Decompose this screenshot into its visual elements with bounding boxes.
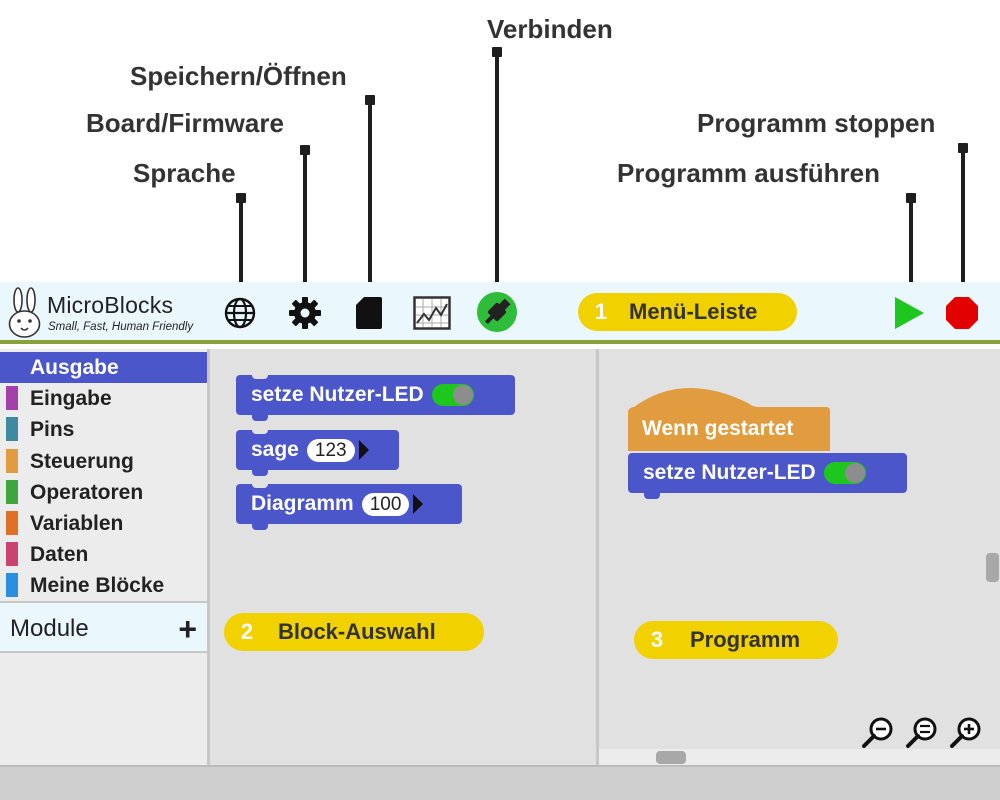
callout-board: Board/Firmware — [86, 108, 284, 138]
horizontal-scroll-thumb[interactable] — [656, 751, 686, 764]
pointer-speichern — [365, 95, 375, 292]
callout-verbinden: Verbinden — [487, 14, 613, 44]
run-button[interactable] — [890, 294, 928, 332]
category-label: Pins — [30, 418, 75, 442]
zoom-out-icon — [862, 717, 893, 748]
pointer-sprache — [236, 193, 246, 292]
block-palette: setze Nutzer-LED sage 123 Diagramm 100 2… — [210, 349, 599, 765]
block-label: setze Nutzer-LED — [643, 461, 816, 484]
badge-number: 3 — [650, 627, 664, 652]
stop-icon — [946, 297, 978, 329]
toggle-input[interactable] — [431, 384, 474, 406]
category-pins[interactable]: Pins — [0, 414, 207, 445]
graph-button[interactable] — [413, 294, 451, 332]
category-meine-bl-cke[interactable]: Meine Blöcke — [0, 570, 207, 601]
badge-label: Menü-Leiste — [629, 299, 758, 324]
expand-arrow-icon[interactable] — [358, 440, 369, 460]
category-ausgabe[interactable]: Ausgabe — [0, 352, 207, 383]
badge-label: Programm — [690, 627, 801, 652]
palette-block-say[interactable]: sage 123 — [236, 429, 399, 476]
zoom-in-icon — [950, 717, 981, 748]
gear-icon — [289, 297, 321, 329]
category-color-swatch — [6, 386, 18, 411]
callout-ausfuehren: Programm ausführen — [617, 158, 880, 188]
category-variablen[interactable]: Variablen — [0, 508, 207, 539]
badge-label: Block-Auswahl — [278, 619, 436, 644]
callout-speichern: Speichern/Öffnen — [130, 61, 347, 91]
category-label: Steuerung — [30, 449, 134, 473]
number-input[interactable]: 123 — [306, 438, 355, 462]
hat-block-shape — [628, 387, 830, 451]
category-label: Daten — [30, 543, 89, 567]
category-label: Operatoren — [30, 480, 144, 504]
palette-block-graph[interactable]: Diagramm 100 — [236, 483, 462, 530]
toggle-input[interactable] — [823, 462, 866, 484]
category-label: Variablen — [30, 512, 124, 535]
pointer-board — [300, 145, 310, 292]
block-label: Diagramm — [251, 492, 354, 515]
menu-bar: MicroBlocks Small, Fast, Human Friendly — [0, 282, 1000, 344]
add-module-button[interactable]: + — [178, 611, 197, 647]
board-firmware-button[interactable] — [286, 294, 324, 332]
expand-arrow-icon[interactable] — [413, 494, 424, 514]
category-color-swatch — [6, 511, 18, 535]
globe-icon — [224, 297, 256, 329]
category-color-swatch — [6, 448, 18, 473]
pointer-stoppen — [958, 143, 968, 292]
stop-button[interactable] — [943, 294, 981, 332]
callout-stoppen: Programm stoppen — [697, 108, 936, 138]
category-label: Eingabe — [30, 387, 112, 411]
block-label: sage — [251, 438, 299, 461]
module-row[interactable]: Module + — [0, 601, 207, 653]
number-input[interactable]: 100 — [361, 492, 410, 516]
callout-sprache: Sprache — [133, 158, 236, 188]
app-logo[interactable]: MicroBlocks Small, Fast, Human Friendly — [6, 286, 206, 340]
bunny-logo-icon — [8, 287, 41, 338]
category-label: Ausgabe — [30, 356, 119, 379]
category-eingabe[interactable]: Eingabe — [0, 383, 207, 414]
connect-button[interactable] — [476, 291, 518, 333]
zoom-in-button[interactable] — [949, 715, 983, 749]
zoom-out-button[interactable] — [861, 715, 895, 749]
script-block-set-user-led[interactable]: setze Nutzer-LED — [628, 453, 907, 499]
module-label: Module — [10, 615, 89, 642]
hat-block-label: Wenn gestartet — [642, 417, 794, 440]
language-button[interactable] — [221, 294, 259, 332]
category-color-swatch — [6, 573, 18, 598]
graph-icon — [413, 296, 451, 330]
program-badge: 3 Programm — [634, 621, 838, 659]
app-tagline: Small, Fast, Human Friendly — [48, 321, 194, 333]
category-daten[interactable]: Daten — [0, 539, 207, 570]
category-color-swatch — [6, 355, 18, 379]
horizontal-scrollbar[interactable] — [599, 749, 1000, 765]
play-icon — [895, 297, 924, 329]
zoom-reset-button[interactable] — [905, 715, 939, 749]
menu-bar-badge: 1 Menü-Leiste — [578, 293, 797, 331]
category-color-swatch — [6, 542, 18, 567]
pointer-ausfuehren — [906, 193, 916, 292]
app-name: MicroBlocks — [47, 292, 174, 318]
category-label: Meine Blöcke — [30, 574, 165, 598]
category-operatoren[interactable]: Operatoren — [0, 477, 207, 508]
pointer-verbinden — [492, 47, 502, 292]
badge-number: 2 — [240, 619, 254, 644]
script-hat-block-when-started[interactable]: Wenn gestartet — [628, 383, 832, 453]
bottom-bar — [0, 765, 1000, 800]
category-color-swatch — [6, 417, 18, 442]
file-icon — [356, 297, 382, 329]
palette-block-set-user-led[interactable]: setze Nutzer-LED — [236, 374, 515, 421]
block-palette-badge: 2 Block-Auswahl — [224, 613, 484, 651]
badge-number: 1 — [594, 299, 608, 324]
block-label: setze Nutzer-LED — [251, 383, 424, 406]
file-button[interactable] — [350, 294, 388, 332]
category-color-swatch — [6, 479, 18, 504]
zoom-reset-icon — [906, 717, 937, 748]
vertical-scroll-thumb[interactable] — [986, 553, 999, 582]
category-steuerung[interactable]: Steuerung — [0, 446, 207, 477]
usb-connect-icon — [477, 292, 517, 332]
